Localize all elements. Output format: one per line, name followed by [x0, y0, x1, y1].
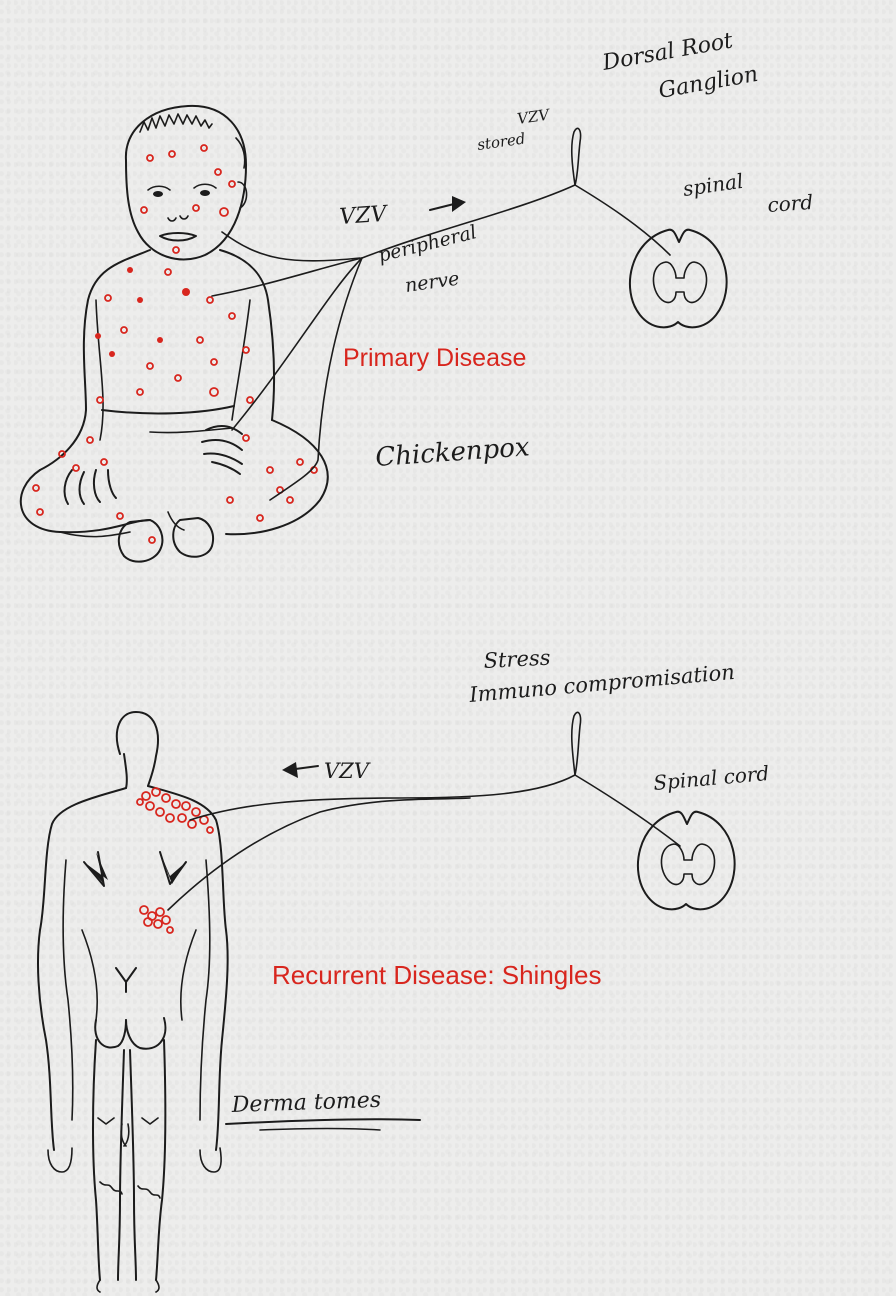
recurrent-disease-label: Recurrent Disease: Shingles: [272, 960, 602, 991]
vzv-stored-label-line2: stored: [476, 129, 526, 154]
peripheral-nerve-label-line2: nerve: [404, 268, 461, 297]
vzv-bottom-label: VZV: [324, 759, 371, 783]
dermatomes-underline-2: [260, 1129, 380, 1131]
dorsal-root-label-line2: Ganglion: [657, 62, 760, 104]
chickenpox-spots: [33, 145, 317, 543]
spinal-cord-bottom-label: Spinal cord: [652, 761, 770, 795]
spinal-cord-top: [630, 230, 727, 328]
spinal-cord-bottom: [638, 812, 735, 910]
chickenpox-label: Chickenpox: [374, 432, 530, 473]
dermatomes-underline: [226, 1119, 420, 1124]
stress-label: Stress: [483, 646, 551, 673]
shingles-rash: [137, 788, 213, 933]
adult-back-figure: [38, 712, 228, 1292]
dermatomes-label: Derma tomes: [230, 1088, 381, 1118]
spinal-cord-top-label-line2: cord: [767, 190, 814, 217]
peripheral-nerve-label-line1: peripheral: [376, 221, 479, 267]
primary-disease-label: Primary Disease: [343, 344, 526, 373]
peripheral-nerves-bottom: [168, 712, 680, 910]
vzv-stored-label-line1: VZV: [516, 105, 552, 128]
spinal-cord-top-label-line1: spinal: [681, 169, 744, 201]
vzv-top-label: VZV: [339, 202, 390, 230]
